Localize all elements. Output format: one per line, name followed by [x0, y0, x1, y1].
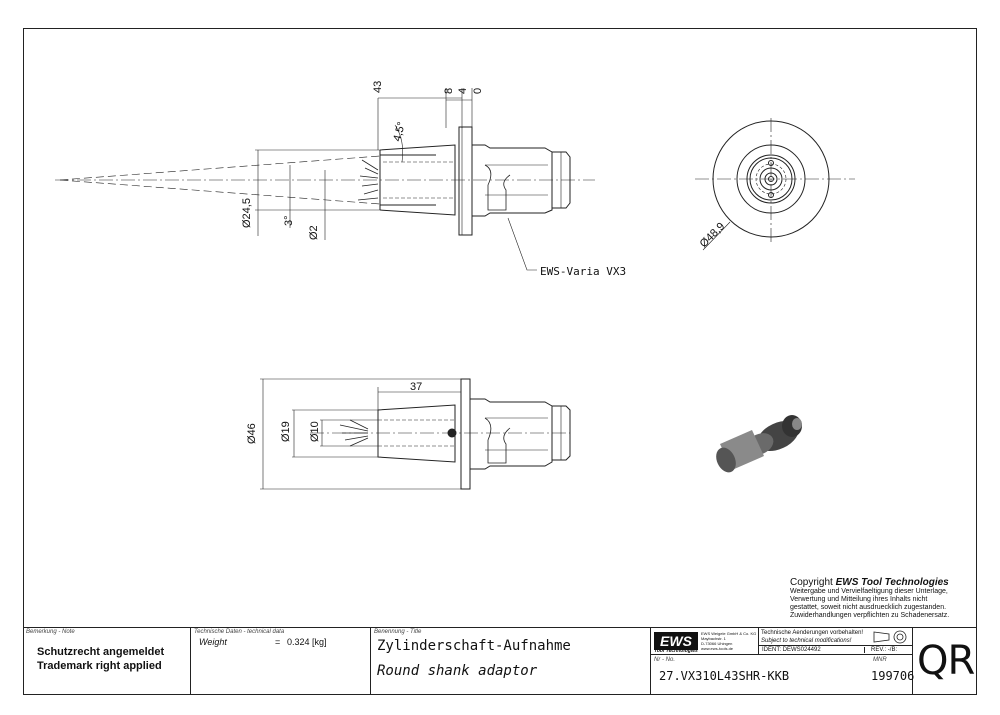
nr-label: Nr - No.: [654, 657, 675, 663]
dim-8: 8: [443, 88, 455, 94]
side-view-top: [55, 88, 595, 271]
copyright-line: Weitergabe und Vervielfaeltigung dieser …: [790, 588, 948, 595]
ident: IDENT: DEWS024492: [762, 647, 865, 653]
ews-logo: EWS: [654, 632, 698, 650]
logo-block: EWS Tool Technologies EWS Weigele GmbH &…: [651, 628, 759, 655]
title-english: Round shank adaptor: [377, 663, 538, 679]
company-cell: EWS Tool Technologies EWS Weigele GmbH &…: [651, 628, 915, 695]
copyright-line: Zuwiderhandlungen verpflichten zu Schade…: [790, 612, 950, 619]
dimension-labels: 43 8 4 0 4,5° Ø24,5 3° Ø2 Ø48,9 37 Ø46 Ø…: [241, 81, 727, 444]
tech-label: Technische Daten - technical data: [194, 629, 285, 635]
logo-sub: Tool Technologies: [654, 648, 698, 654]
copyright-line: gestattet, soweit nicht ausdruecklich zu…: [790, 604, 947, 611]
mnr-number: 199706: [871, 669, 915, 683]
weight-label: Weight: [199, 637, 227, 647]
note-cell: Bemerkung - Note Schutzrecht angemeldet …: [23, 628, 191, 695]
title-cell: Benennung - Title Zylinderschaft-Aufnahm…: [371, 628, 651, 695]
copyright-line: Verwertung und Mitteilung ihres Inhalts …: [790, 596, 928, 603]
dim-37: 37: [410, 381, 422, 393]
dim-0: 0: [472, 88, 484, 94]
mnr-label: MNR: [873, 657, 887, 663]
part-number: 27.VX310L43SHR-KKB: [659, 669, 790, 683]
title-label: Benennung - Title: [374, 629, 422, 635]
note-line-1: Schutzrecht angemeldet: [37, 646, 165, 658]
drawing-frame: [23, 28, 977, 695]
ident-row: IDENT: DEWS024492 REV.: -/B:: [759, 645, 913, 655]
weight-value: 0.324 [kg]: [287, 637, 327, 647]
dim-4: 4: [457, 88, 469, 94]
qr-mark: QR: [917, 638, 975, 684]
product-render: [716, 415, 802, 473]
side-view-bottom: [260, 378, 571, 490]
title-block: Bemerkung - Note Schutzrecht angemeldet …: [23, 627, 977, 695]
note-line-2: Trademark right applied: [37, 660, 162, 672]
copyright-heading: Copyright EWS Tool Technologies: [790, 577, 949, 588]
dim-angle-4-5: 4,5°: [391, 121, 408, 143]
dim-43: 43: [372, 81, 384, 93]
dim-d19: Ø19: [280, 421, 292, 442]
tech-change-de: Technische Aenderungen vorbehalten!: [761, 630, 864, 636]
title-german: Zylinderschaft-Aufnahme: [377, 638, 571, 654]
dim-d2: Ø2: [308, 225, 320, 240]
tech-change-en: Subject to technical modifications!: [761, 638, 852, 644]
front-view: [695, 118, 855, 251]
dim-d24-5: Ø24,5: [241, 198, 253, 228]
dim-d46: Ø46: [246, 423, 258, 444]
copyright-block: Copyright EWS Tool Technologies Weiterga…: [790, 577, 975, 620]
weight-equals: =: [275, 637, 281, 647]
company-address: EWS Weigele GmbH & Co. KG Maybachstr. 1 …: [701, 631, 757, 651]
dim-d48-9: Ø48,9: [698, 220, 728, 250]
tech-data-cell: Technische Daten - technical data Weight…: [191, 628, 371, 695]
note-label: Bemerkung - Note: [26, 629, 75, 635]
projection-symbol-icon: [873, 630, 907, 644]
dim-d10: Ø10: [309, 421, 321, 442]
callout-varia: EWS-Varia VX3: [540, 265, 626, 278]
dim-angle-3: 3°: [283, 215, 295, 226]
revision: REV.: -/B:: [871, 647, 898, 653]
